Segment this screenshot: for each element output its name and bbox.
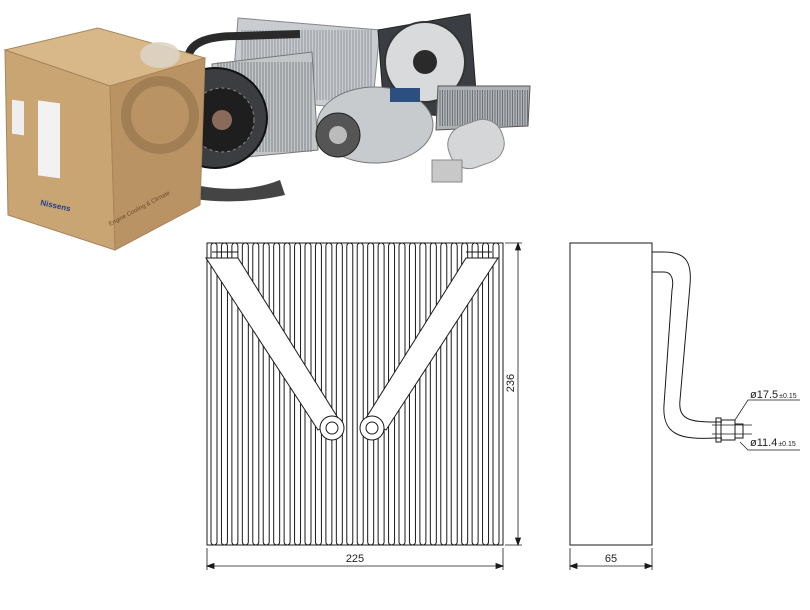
height-dimension bbox=[505, 241, 522, 547]
fin bbox=[220, 242, 228, 546]
receiver-drier-image bbox=[431, 118, 505, 183]
fin bbox=[231, 242, 239, 546]
fin bbox=[492, 242, 500, 546]
inlet-port bbox=[319, 415, 345, 441]
fin bbox=[408, 242, 416, 546]
fin bbox=[471, 242, 479, 546]
outlet-port bbox=[359, 415, 385, 441]
fin bbox=[283, 242, 291, 546]
evaporator-outline bbox=[206, 242, 504, 546]
fin bbox=[419, 242, 427, 546]
width-dimension bbox=[205, 548, 505, 570]
fin bbox=[262, 242, 270, 546]
outer-diameter-label: ø17.5±0.15 bbox=[750, 389, 797, 401]
fin bbox=[210, 242, 218, 546]
depth-label: 65 bbox=[605, 553, 617, 565]
fin bbox=[325, 242, 333, 546]
product-photo: Nissens Engine Cooling & Climate bbox=[3, 13, 531, 251]
width-label: 225 bbox=[346, 553, 364, 565]
fin bbox=[440, 242, 448, 546]
fin bbox=[367, 242, 375, 546]
fin bbox=[356, 242, 364, 546]
depth-dimension bbox=[568, 548, 654, 570]
nissens-box-image: Nissens Engine Cooling & Climate bbox=[3, 27, 207, 251]
fin bbox=[273, 242, 281, 546]
fin bbox=[346, 242, 354, 546]
fin bbox=[461, 242, 469, 546]
ac-compressor-image bbox=[315, 86, 434, 164]
fin bbox=[429, 242, 437, 546]
inner-diameter-label: ø11.4±0.15 bbox=[750, 437, 796, 449]
fin bbox=[482, 242, 490, 546]
side-view-drawing bbox=[569, 242, 800, 546]
hose-image bbox=[184, 30, 301, 61]
fin bbox=[335, 242, 343, 546]
height-label: 236 bbox=[505, 374, 517, 392]
front-view-drawing bbox=[205, 242, 504, 546]
